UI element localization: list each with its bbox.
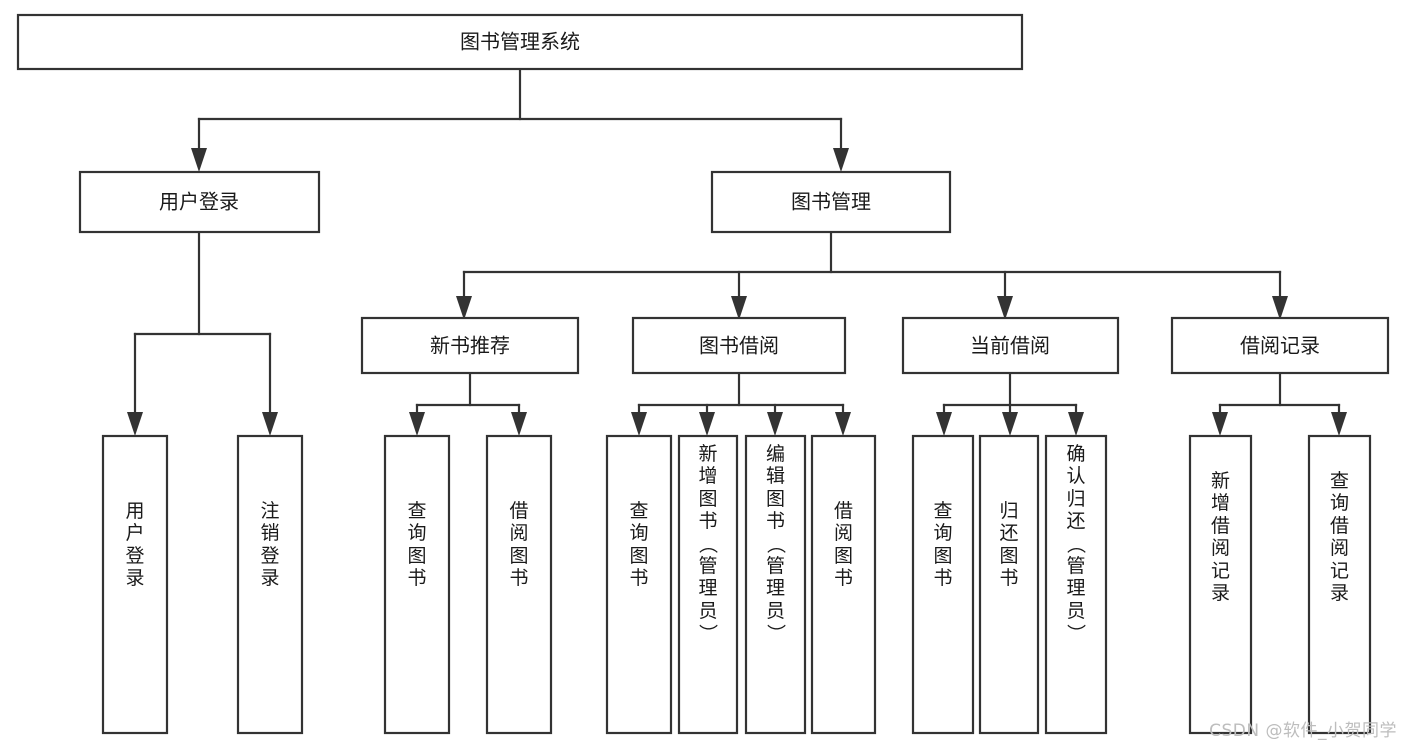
connector-newbook-to-leaves: [409, 371, 527, 436]
node-current-borrow-label: 当前借阅: [970, 334, 1050, 358]
connector-borrowrecord-to-leaves: [1212, 371, 1347, 436]
connector-userlogin-to-leaves: [127, 230, 278, 436]
node-book-borrow-label: 图书借阅: [699, 334, 779, 358]
node-new-book-recommend[interactable]: 新书推荐: [360, 316, 580, 375]
leaf-box-query-borrow-record[interactable]: [1307, 434, 1372, 735]
node-book-management-label: 图书管理: [791, 190, 871, 214]
node-root-label: 图书管理系统: [460, 30, 580, 54]
leaf-box-query-book-3[interactable]: [911, 434, 975, 735]
connector-root-to-level2: [191, 67, 849, 172]
node-current-borrow[interactable]: 当前借阅: [901, 316, 1120, 375]
node-root[interactable]: 图书管理系统: [16, 13, 1024, 71]
node-book-borrow[interactable]: 图书借阅: [631, 316, 847, 375]
node-book-management[interactable]: 图书管理: [710, 170, 952, 234]
leaf-box-query-book-1[interactable]: [383, 434, 451, 735]
leaf-box-borrow-book-1[interactable]: [485, 434, 553, 735]
leaf-box-user-login[interactable]: [101, 434, 169, 735]
leaf-box-logout-login[interactable]: [236, 434, 304, 735]
leaf-box-query-book-2[interactable]: [605, 434, 673, 735]
leaf-boxes: [101, 434, 1372, 735]
csdn-watermark: CSDN @软件_小贺同学: [1209, 721, 1397, 741]
connector-currentborrow-to-leaves: [936, 371, 1084, 436]
node-new-book-recommend-label: 新书推荐: [430, 334, 510, 358]
leaf-box-add-book-admin[interactable]: [677, 434, 739, 735]
leaf-box-borrow-book-2[interactable]: [810, 434, 877, 735]
leaf-box-edit-book-admin[interactable]: [744, 434, 807, 735]
leaf-box-add-borrow-record[interactable]: [1188, 434, 1253, 735]
node-borrow-record-label: 借阅记录: [1240, 334, 1320, 358]
leaf-box-confirm-return[interactable]: [1044, 434, 1108, 735]
node-user-login-label: 用户登录: [159, 190, 239, 214]
connector-bookmgmt-to-level3: [456, 230, 1288, 320]
connector-bookborrow-to-leaves: [631, 371, 851, 436]
node-borrow-record[interactable]: 借阅记录: [1170, 316, 1390, 375]
node-user-login[interactable]: 用户登录: [78, 170, 321, 234]
leaf-box-return-book[interactable]: [978, 434, 1040, 735]
